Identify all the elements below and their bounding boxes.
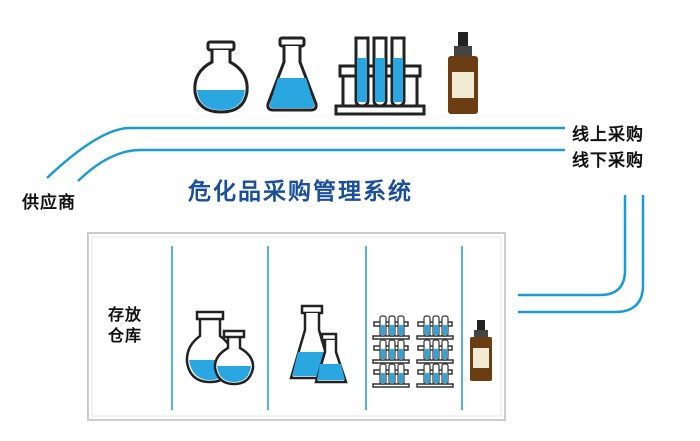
offline-purchase-label: 线下采购 (572, 151, 644, 171)
mini-rack-icon (416, 339, 454, 364)
warehouse-reagent-bottle-icon (470, 320, 492, 381)
round-flask-icon (193, 40, 249, 114)
mini-rack-icon (372, 363, 410, 388)
mini-rack-icon (416, 363, 454, 388)
erlenmeyer-flask-icon (266, 36, 318, 112)
online-purchase-label: 线上采购 (572, 125, 644, 145)
reagent-bottle-icon (448, 32, 478, 114)
supplier-label: 供应商 (22, 193, 76, 213)
mini-rack-icon (372, 315, 410, 340)
online-return-line (518, 195, 627, 297)
offline-flow-line (77, 148, 565, 182)
warehouse-label-line1: 存放 (108, 305, 143, 324)
mini-rack-icon (416, 315, 454, 340)
warehouse-test-tube-racks-icon (372, 315, 454, 388)
online-flow-line (46, 126, 565, 179)
test-tube-rack-icon (334, 36, 426, 116)
warehouse-flasks-icon (185, 310, 255, 386)
offline-return-line (518, 195, 645, 314)
warehouse-erlenmeyer-icon (289, 304, 348, 384)
mini-rack-icon (372, 339, 410, 364)
page-title: 危化品采购管理系统 (188, 179, 413, 205)
warehouse-label-line2: 仓库 (108, 326, 143, 345)
